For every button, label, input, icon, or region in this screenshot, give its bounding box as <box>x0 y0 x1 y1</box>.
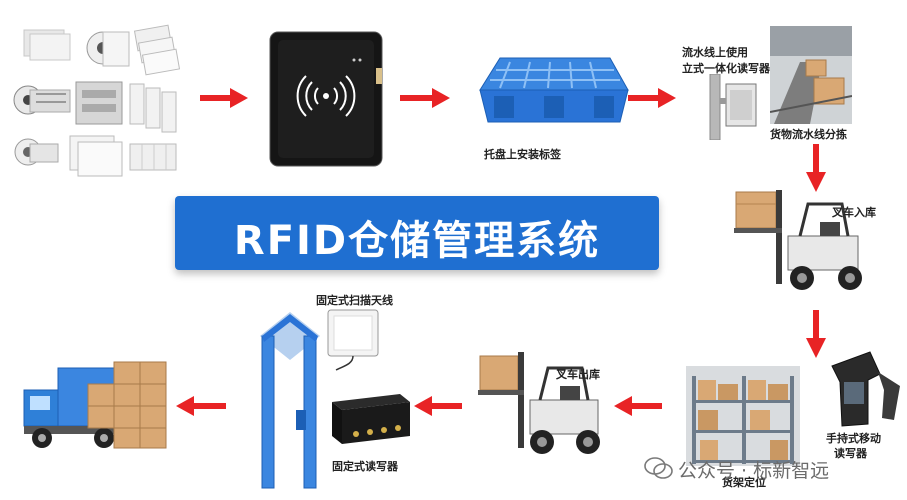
diagram-title: RFID仓储管理系统 <box>233 218 601 264</box>
arrow-left-3 <box>176 396 226 416</box>
label-handheld-1: 手持式移动 <box>826 432 881 445</box>
arrow-right-2 <box>400 88 450 108</box>
label-sorting: 货物流水线分拣 <box>770 128 847 141</box>
fixed-antenna-image <box>327 309 379 371</box>
wechat-icon <box>644 457 673 479</box>
rfid-tags-image <box>13 24 181 177</box>
shelf-image <box>686 366 800 466</box>
forklift-in-image <box>734 190 862 290</box>
title-banner: RFID仓储管理系统 <box>175 196 659 270</box>
label-forklift-out: 叉车出库 <box>556 368 600 381</box>
label-handheld-2: 读写器 <box>834 447 867 460</box>
label-pipeline-reader-2: 立式一体化读写器 <box>682 62 770 75</box>
truck-image <box>23 361 167 449</box>
fixed-gate-image <box>260 312 320 489</box>
arrow-left-1 <box>614 396 662 416</box>
arrow-right-1 <box>200 88 248 108</box>
fixed-reader-image <box>332 394 410 444</box>
rfid-reader-device <box>269 31 383 167</box>
label-fixed-antenna: 固定式扫描天线 <box>316 294 393 307</box>
forklift-out-image <box>478 352 600 454</box>
arrow-down-2 <box>806 310 826 358</box>
conveyor-sorting-image <box>770 26 852 124</box>
label-pallet-tag: 托盘上安装标签 <box>484 148 561 161</box>
label-forklift-in: 叉车入库 <box>832 206 876 219</box>
arrow-left-2 <box>414 396 462 416</box>
label-shelf-position: 货架定位 <box>722 476 766 489</box>
pallet-image <box>479 57 629 123</box>
label-pipeline-reader-1: 流水线上使用 <box>682 46 748 59</box>
watermark-text: 公众号 · 标新智远 <box>678 460 830 482</box>
pipeline-reader-image <box>709 74 757 140</box>
label-fixed-reader: 固定式读写器 <box>332 460 398 473</box>
arrow-right-3 <box>628 88 676 108</box>
handheld-reader-image <box>831 351 900 427</box>
arrow-down-1 <box>806 144 826 192</box>
